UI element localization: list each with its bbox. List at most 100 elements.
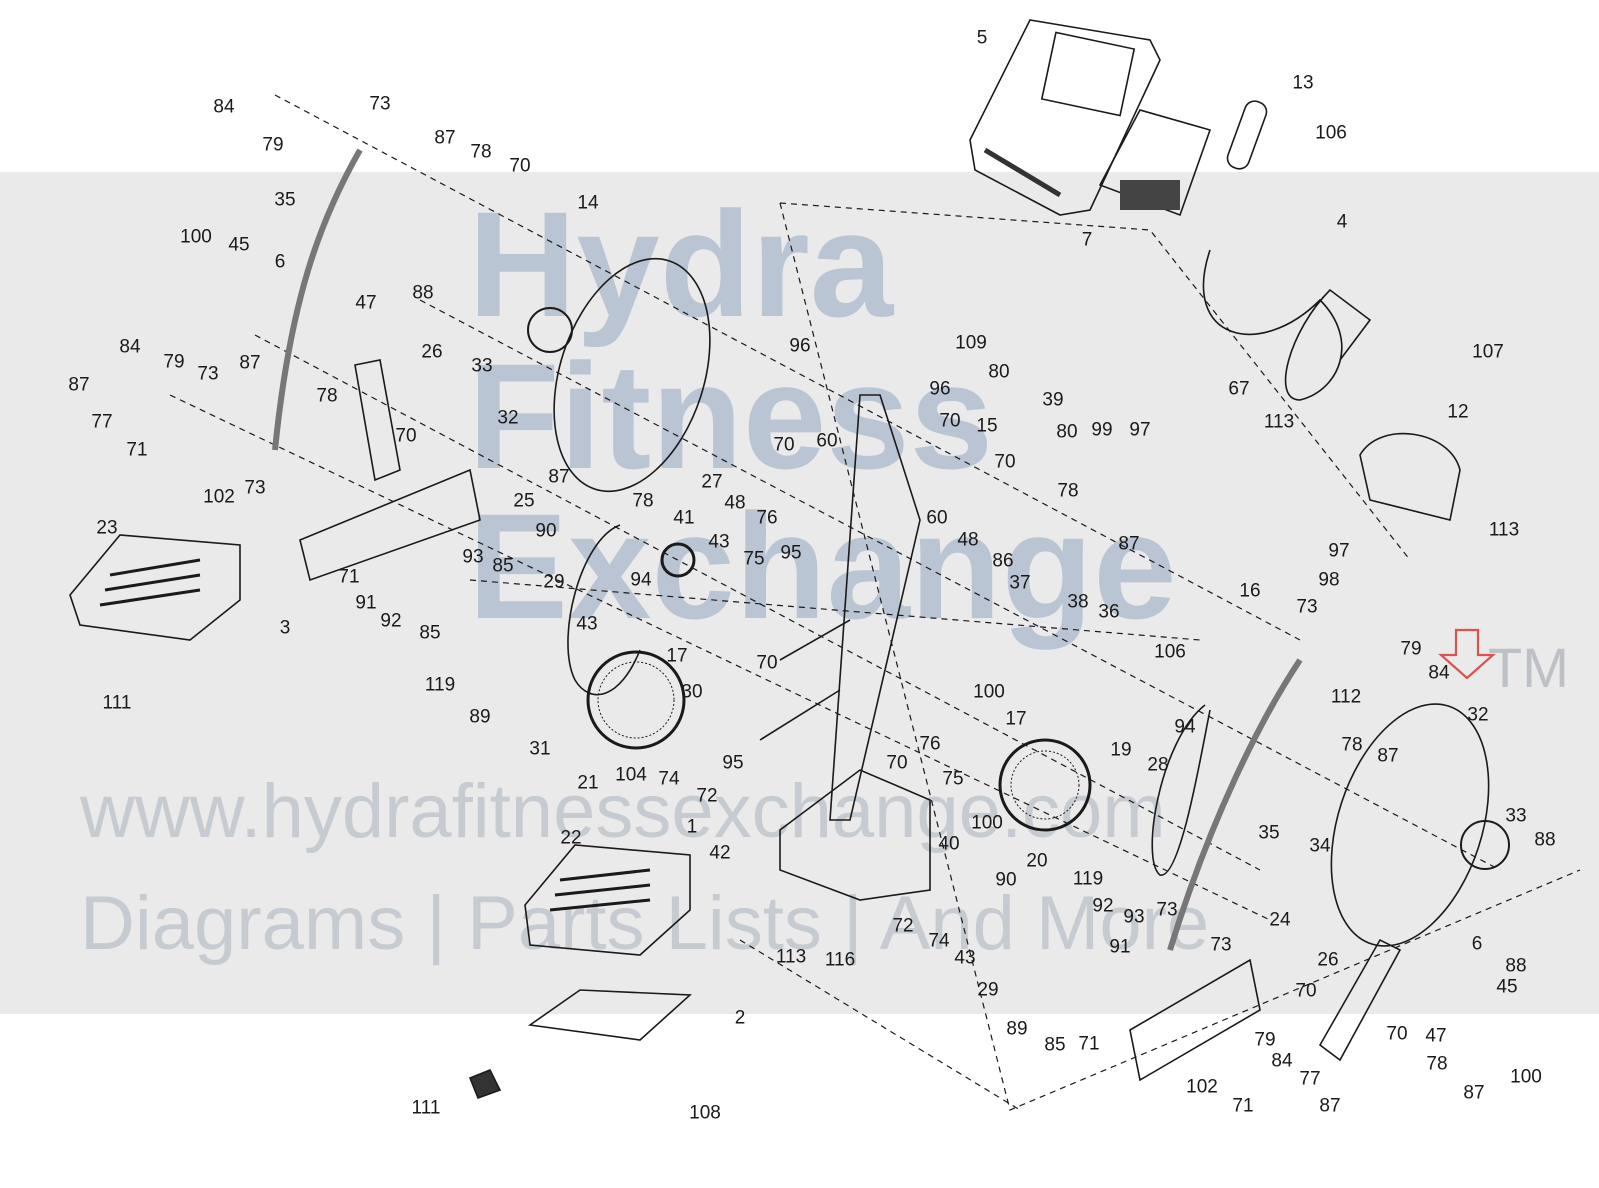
part-label-p43a: 43 (576, 613, 598, 635)
part-label-p87f: 87 (1377, 745, 1399, 767)
part-label-p28: 28 (1147, 754, 1169, 776)
part-label-p104: 104 (615, 764, 647, 786)
part-label-p3: 3 (279, 617, 291, 639)
part-label-p97a: 97 (1129, 419, 1151, 441)
flywheel-disc-right (1330, 703, 1490, 947)
part-label-p73c: 73 (244, 477, 266, 499)
part-label-p45b: 45 (1496, 976, 1518, 998)
part-label-p79b: 79 (163, 351, 185, 373)
part-label-p92b: 92 (1092, 895, 1114, 917)
part-label-p78e: 78 (1341, 734, 1363, 756)
part-label-p41: 41 (673, 507, 695, 529)
part-label-p29a: 29 (543, 571, 565, 593)
part-label-p89b: 89 (1006, 1018, 1028, 1040)
part-label-p78b: 78 (316, 385, 338, 407)
part-label-p76b: 76 (919, 733, 941, 755)
pedal-22 (524, 844, 691, 956)
part-label-p16: 16 (1239, 580, 1261, 602)
part-label-p87d: 87 (548, 466, 570, 488)
part-label-p86: 86 (992, 550, 1014, 572)
hub-33-left (527, 307, 573, 353)
part-label-p100c: 100 (971, 812, 1003, 834)
part-label-p70b: 70 (395, 425, 417, 447)
part-label-p102a: 102 (203, 486, 235, 508)
part-label-p45a: 45 (228, 234, 250, 256)
part-label-p119b: 119 (1072, 868, 1104, 890)
part-label-p47b: 47 (1425, 1025, 1447, 1047)
part-label-p24: 24 (1269, 909, 1291, 931)
part-label-p23: 23 (96, 517, 118, 539)
part-label-p37: 37 (1009, 572, 1031, 594)
part-label-p71c: 71 (1078, 1033, 1100, 1055)
part-label-p90b: 90 (995, 869, 1017, 891)
part-label-p32b: 32 (1467, 704, 1489, 726)
pedal-23 (69, 534, 241, 641)
part-label-p20: 20 (1026, 850, 1048, 872)
part-label-p79c: 79 (1400, 638, 1422, 660)
part-label-p70d: 70 (773, 434, 795, 456)
part-label-p35b: 35 (1258, 822, 1280, 844)
part-label-p12: 12 (1447, 401, 1469, 423)
part-label-p47a: 47 (355, 292, 377, 314)
part-label-p2: 2 (734, 1007, 746, 1029)
part-label-p26b: 26 (1317, 949, 1339, 971)
part-label-p71a: 71 (126, 439, 148, 461)
part-label-p27: 27 (701, 471, 723, 493)
part-label-p87b: 87 (239, 352, 261, 374)
part-label-p95a: 95 (722, 752, 744, 774)
part-label-p85a: 85 (492, 555, 514, 577)
part-label-p113c: 113 (775, 946, 807, 968)
part-label-p43b: 43 (708, 531, 730, 553)
upper-arm-35-left (272, 148, 363, 451)
part-label-p15: 15 (976, 415, 998, 437)
part-label-p84a: 84 (213, 96, 235, 118)
part-label-p85b: 85 (419, 622, 441, 644)
part-label-p100d: 100 (1510, 1066, 1542, 1088)
small-pulley-41 (660, 542, 696, 578)
part-label-p96b: 96 (929, 378, 951, 400)
part-label-p78a: 78 (470, 141, 492, 163)
part-label-p6b: 6 (1471, 933, 1483, 955)
part-label-p72a: 72 (696, 785, 718, 807)
part-label-p102b: 102 (1186, 1076, 1218, 1098)
part-label-p39: 39 (1042, 389, 1064, 411)
part-label-p79a: 79 (262, 134, 284, 156)
part-label-p90a: 90 (535, 520, 557, 542)
shroud (1359, 432, 1461, 521)
part-label-p78d: 78 (1057, 480, 1079, 502)
part-label-p75b: 75 (942, 768, 964, 790)
part-label-p1: 1 (686, 816, 698, 838)
crank-arm-25 (299, 468, 481, 582)
part-label-p17a: 17 (666, 645, 688, 667)
part-label-p4: 4 (1336, 211, 1348, 233)
part-label-p70f: 70 (994, 451, 1016, 473)
part-label-p71d: 71 (1232, 1095, 1254, 1117)
part-label-p73b: 73 (197, 363, 219, 385)
part-label-p33b: 33 (1505, 805, 1527, 827)
part-label-p5: 5 (976, 27, 988, 49)
part-label-p91b: 91 (1109, 936, 1131, 958)
part-label-p113a: 113 (1263, 411, 1295, 433)
part-label-p32a: 32 (497, 407, 519, 429)
part-label-p113b: 113 (1488, 519, 1520, 541)
part-label-p14: 14 (577, 192, 599, 214)
highlight-arrow (1438, 628, 1496, 680)
part-label-p106a: 106 (1315, 122, 1347, 144)
part-label-p21: 21 (577, 772, 599, 794)
part-label-p84c: 84 (1428, 662, 1450, 684)
upper-arm-35-right (1167, 658, 1303, 951)
part-label-p107: 107 (1472, 341, 1504, 363)
watermark-band (0, 172, 1599, 1014)
part-label-p42: 42 (709, 842, 731, 864)
part-label-p94b: 94 (1174, 716, 1196, 738)
part-label-p74b: 74 (928, 930, 950, 952)
belt-31 (567, 524, 641, 696)
part-label-p31: 31 (529, 738, 551, 760)
part-label-p89a: 89 (469, 706, 491, 728)
part-label-p25: 25 (513, 490, 535, 512)
part-label-p40: 40 (938, 833, 960, 855)
part-label-p70a: 70 (509, 155, 531, 177)
part-label-p70i: 70 (1386, 1023, 1408, 1045)
watermark-url: www.hydrafitnessexchange.com (80, 769, 1166, 854)
